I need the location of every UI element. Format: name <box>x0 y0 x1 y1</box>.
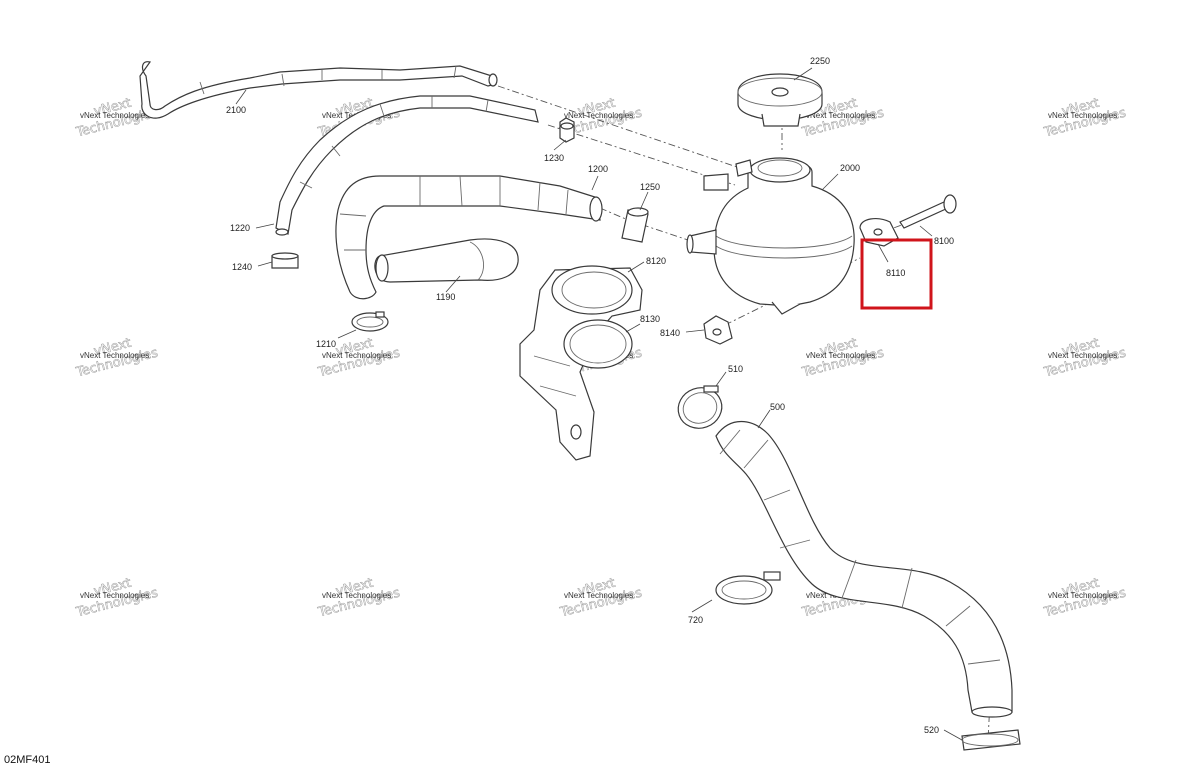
watermark-text-small: vNext Technologies <box>1048 111 1117 120</box>
clamp-720 <box>715 571 781 605</box>
part-label-2100: 2100 <box>226 105 246 115</box>
part-label-8110: 8110 <box>886 268 905 278</box>
part-label-8130: 8130 <box>640 314 660 324</box>
hose-1200 <box>335 175 603 300</box>
watermark-text-small: vNext Technologies <box>322 351 391 360</box>
reservoir-2000 <box>686 157 855 315</box>
watermark-text-small: vNext Technologies <box>1048 351 1117 360</box>
hose-2100 <box>139 61 498 119</box>
watermark-text-small: vNext Technologies <box>564 111 633 120</box>
part-label-1230: 1230 <box>544 153 564 163</box>
watermark-text-small: vNext Technologies <box>80 111 149 120</box>
part-label-720: 720 <box>688 615 703 625</box>
part-label-8100: 8100 <box>934 236 954 246</box>
ring-8130 <box>563 319 633 369</box>
watermark-text-small: vNext Technologies <box>806 351 875 360</box>
watermark-text-vnext: vNext <box>334 336 374 360</box>
part-label-1200: 1200 <box>588 164 608 174</box>
clamp-1230 <box>559 117 575 143</box>
watermark-text-small: vNext Technologies <box>322 591 391 600</box>
sleeve-1240 <box>271 252 299 269</box>
part-label-8120: 8120 <box>646 256 666 266</box>
diagram-code: 02MF401 <box>4 754 51 766</box>
hose-1220 <box>275 95 539 236</box>
part-label-1240: 1240 <box>232 262 252 272</box>
part-labels: 2100 1230 1220 1240 1200 1250 1190 1210 … <box>226 56 954 735</box>
nut-8140 <box>703 315 733 345</box>
clamp-1210 <box>351 311 389 332</box>
watermark-text-small: vNext Technologies <box>806 111 875 120</box>
clamp-510 <box>677 385 723 429</box>
highlight-box-8110 <box>860 238 933 310</box>
part-label-2250: 2250 <box>810 56 830 66</box>
watermark-text-small: vNext Technologies <box>564 591 633 600</box>
leader-lines <box>235 67 963 741</box>
hose-500 <box>715 421 1013 718</box>
watermark-text-small: vNext Technologies <box>80 351 149 360</box>
part-label-1250: 1250 <box>640 182 660 192</box>
part-label-1190: 1190 <box>436 292 455 302</box>
plate-8110 <box>859 218 899 247</box>
sleeve-1250 <box>621 207 649 243</box>
clamp-520 <box>961 729 1021 751</box>
tube-1190 <box>374 238 519 283</box>
part-label-8140: 8140 <box>660 328 680 338</box>
part-label-1210: 1210 <box>316 339 336 349</box>
part-label-500: 500 <box>770 402 785 412</box>
part-label-520: 520 <box>924 725 939 735</box>
watermark-text-small: vNext Technologies <box>80 591 149 600</box>
part-label-2000: 2000 <box>840 163 860 173</box>
cap-2250 <box>737 73 823 127</box>
part-label-1220: 1220 <box>230 223 250 233</box>
bolt-8100 <box>899 194 957 229</box>
part-label-510: 510 <box>728 364 743 374</box>
watermark-text-small: vNext Technologies <box>1048 591 1117 600</box>
